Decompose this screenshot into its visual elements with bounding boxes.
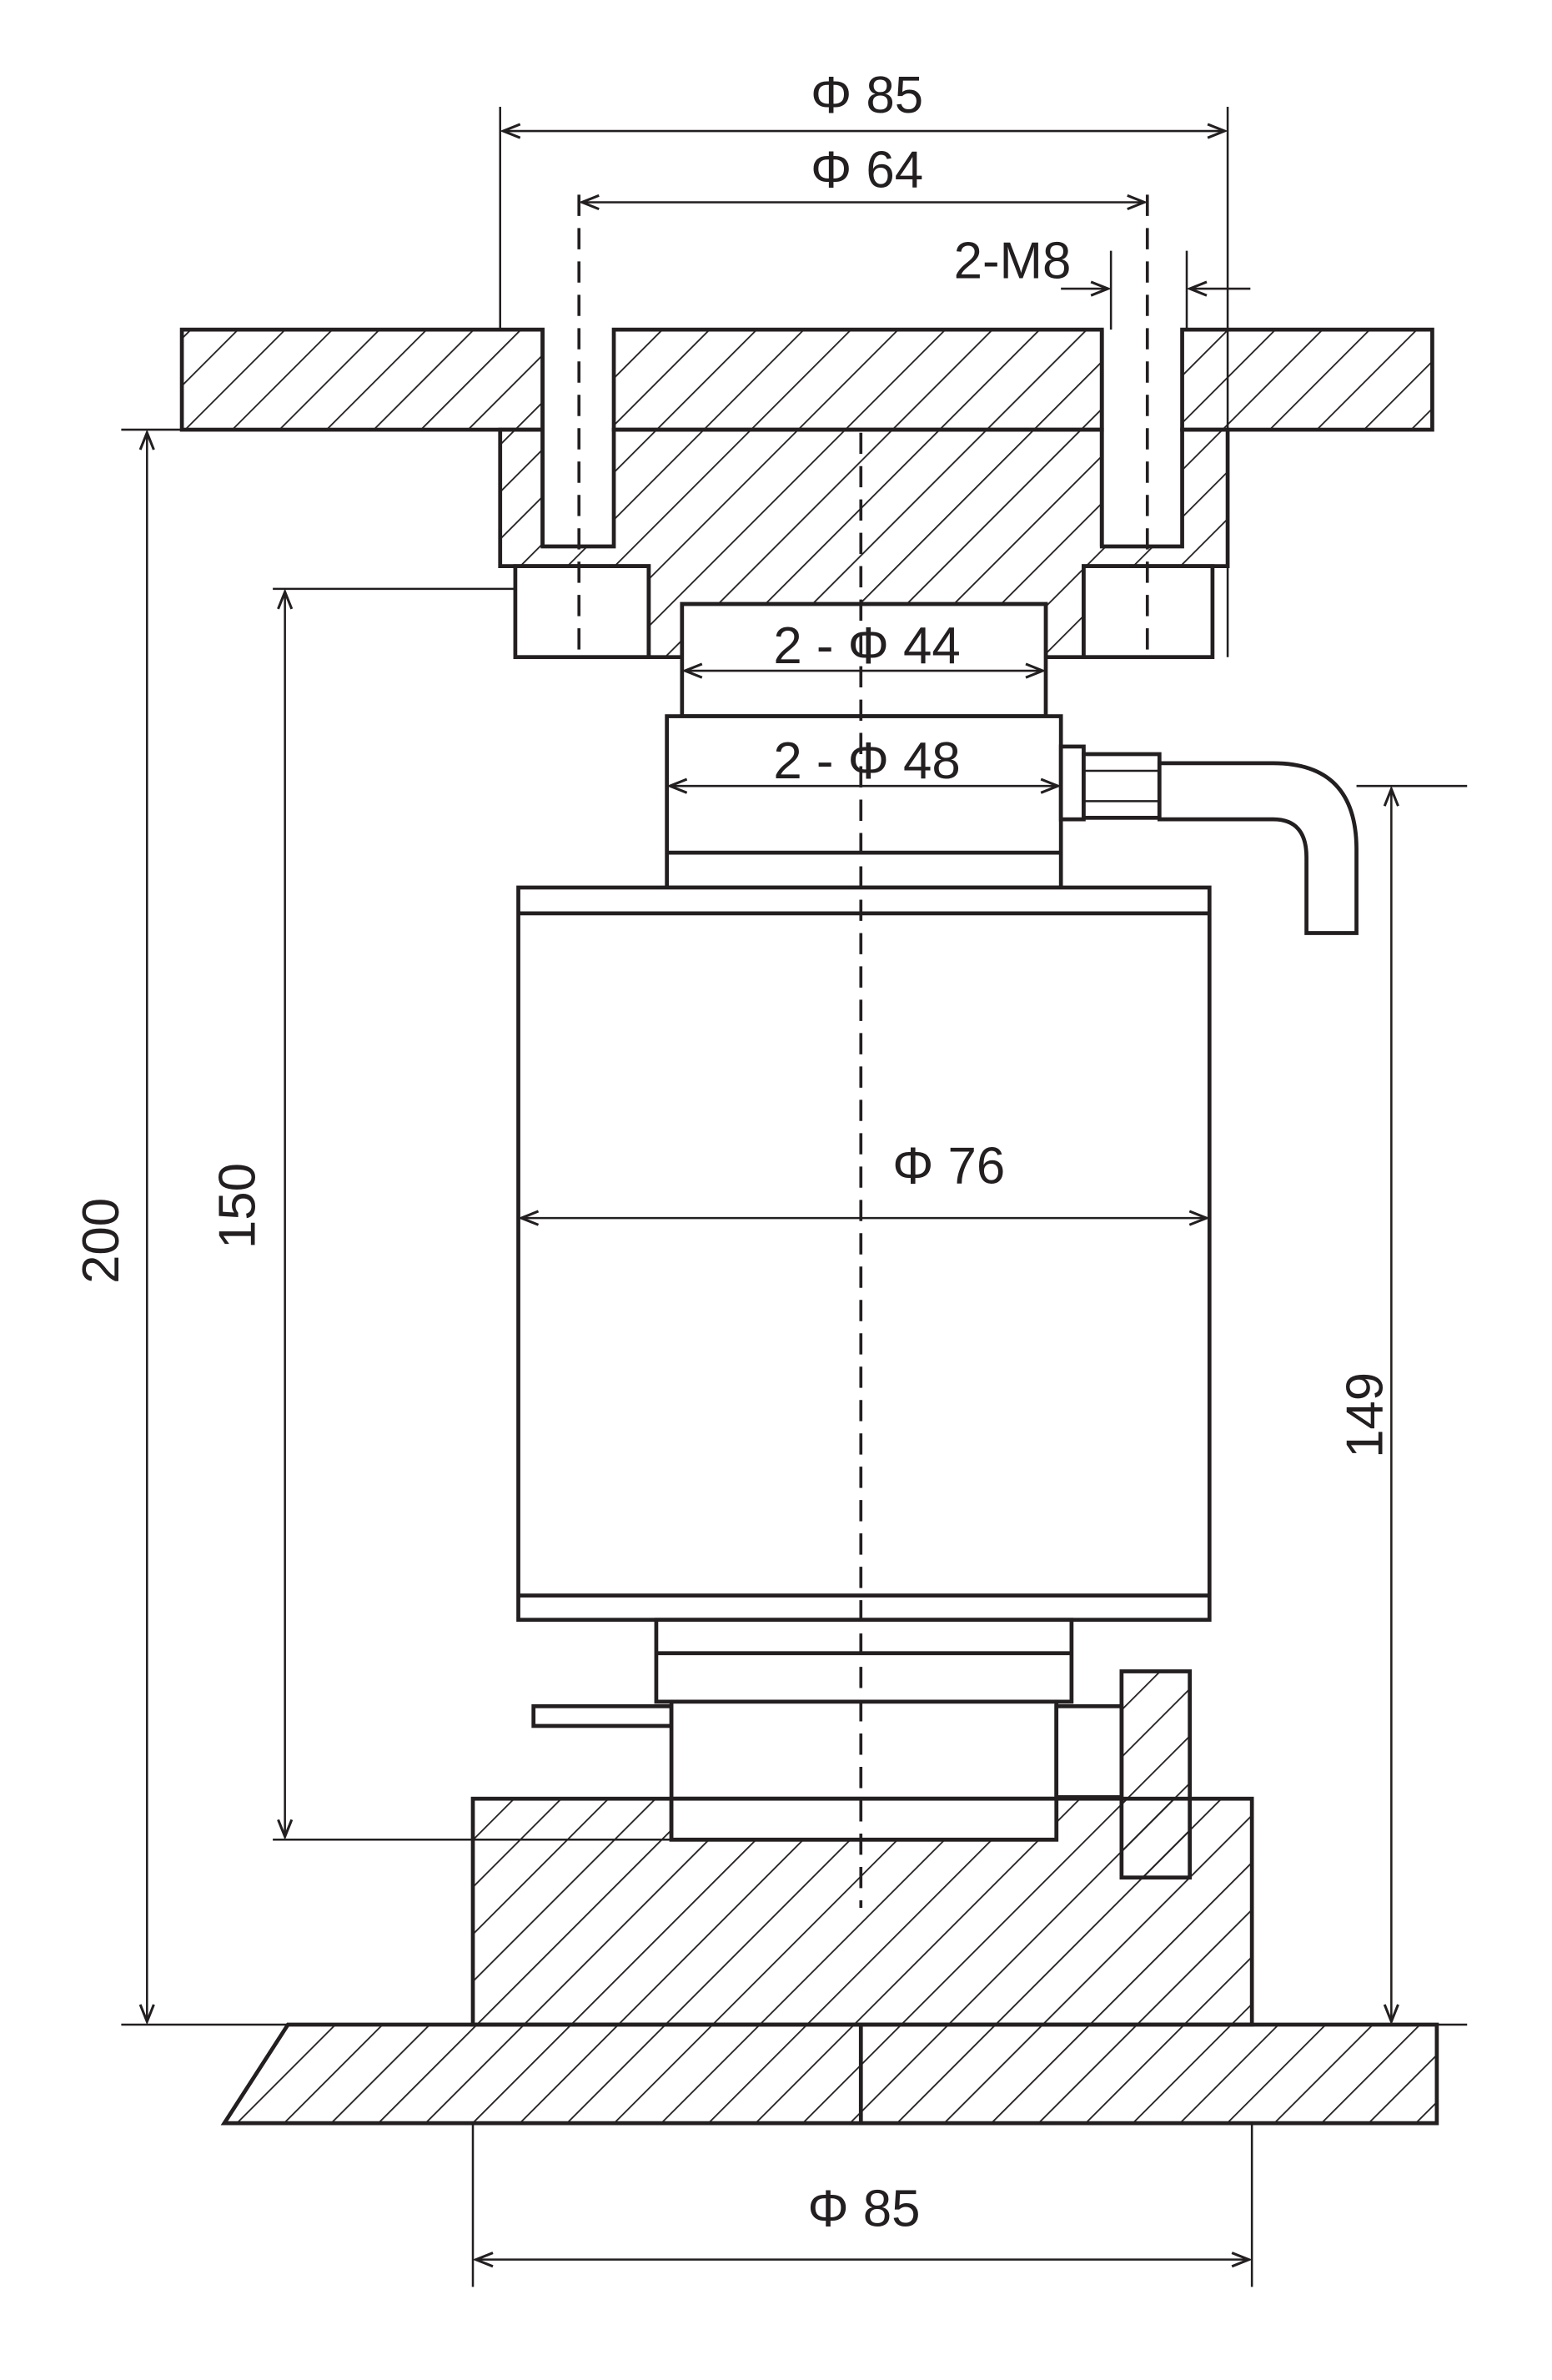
dim-total-height: 200 (73, 1198, 130, 1284)
dim-base-diameter: Φ 85 (807, 2181, 920, 2238)
dim-cable-height: 149 (1336, 1372, 1394, 1458)
dim-bolt-circle: Φ 64 (811, 141, 923, 199)
upper-mount (498, 330, 1230, 660)
lower-ring (654, 1618, 1074, 1704)
dim-bolt-spec: 2-M8 (954, 232, 1072, 289)
dim-lower-ring: 2 - Φ 48 (773, 732, 960, 790)
floor (220, 2022, 1439, 2126)
cable-connector (1058, 744, 1359, 935)
dim-sensor-height: 150 (208, 1163, 266, 1249)
sensor-body (516, 885, 1212, 1623)
anti-rotation-tab (531, 1703, 674, 1728)
dim-body-diameter: Φ 76 (892, 1137, 1005, 1195)
stopper-stem (1054, 1703, 1124, 1799)
dim-top-outer-diameter: Φ 85 (811, 67, 923, 124)
top-plate (179, 327, 1434, 432)
dim-upper-ring: 2 - Φ 44 (773, 617, 960, 675)
dimension-lines (121, 106, 1468, 2287)
stopper-knob (1119, 1669, 1193, 1880)
